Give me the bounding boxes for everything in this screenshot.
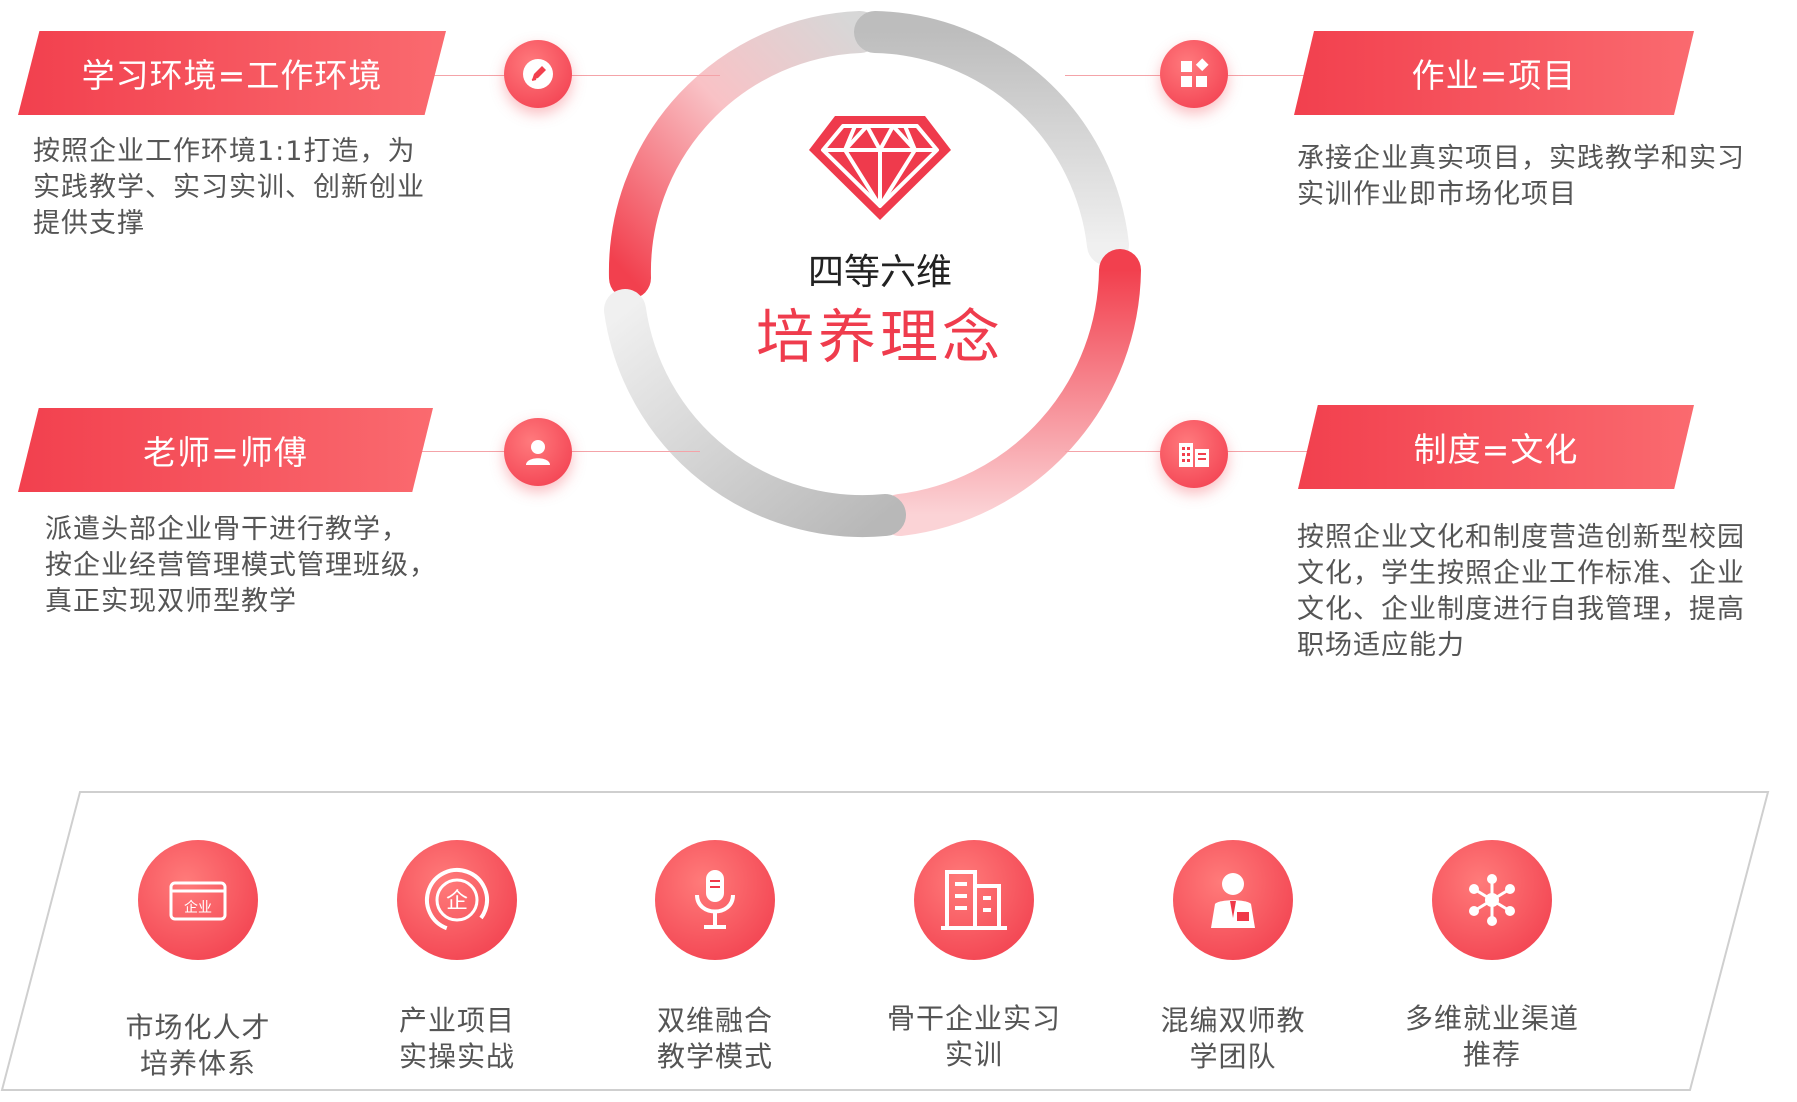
pen-icon [523, 59, 553, 89]
building-icon [1179, 443, 1209, 467]
feature-label-talent: 市场化人才 培养体系 [125, 1011, 271, 1080]
svg-text:企: 企 [446, 889, 468, 914]
diamond-icon [809, 116, 951, 220]
svg-text:企业: 企业 [184, 899, 212, 916]
feature-circle-project: 企 [397, 840, 517, 960]
ring-arc-gray-left [604, 289, 906, 538]
pillar-node-culture [1160, 420, 1228, 488]
pillar-node-homework [1160, 40, 1228, 108]
ring-arc-red-left [608, 11, 881, 299]
pillar-banner-learning: 学习环境=工作环境 [18, 31, 446, 115]
grid-icon [1181, 58, 1209, 87]
enterprise-seal-icon: 企 [425, 868, 489, 932]
teacher-icon [1211, 873, 1255, 928]
center-subtitle: 四等六维 [807, 252, 952, 293]
feature-circle-teaching [655, 840, 775, 960]
feature-label-employment: 多维就业渠道 推荐 [1404, 1002, 1579, 1071]
pillar-node-teacher [504, 418, 572, 486]
feature-circle-internship [914, 840, 1034, 960]
pillar-desc-culture: 按照企业文化和制度营造创新型校园 文化，学生按照企业工作标准、企业 文化、企业制… [1297, 522, 1745, 661]
ring-arc-gray-right [854, 11, 1129, 266]
feature-circle-employment [1432, 840, 1552, 960]
feature-label-team: 混编双师教 学团队 [1160, 1004, 1306, 1073]
network-icon [1469, 874, 1515, 926]
center-title: 培养理念 [755, 303, 1004, 371]
pillar-desc-homework: 承接企业真实项目，实践教学和实习 实训作业即市场化项目 [1297, 143, 1745, 210]
feature-label-internship: 骨干企业实习 实训 [886, 1002, 1061, 1071]
pillar-node-learning [504, 40, 572, 108]
pillar-banner-culture: 制度=文化 [1298, 405, 1694, 489]
connector-line [430, 75, 720, 76]
feature-circle-team [1173, 840, 1293, 960]
feature-label-project: 产业项目 实操实战 [398, 1004, 515, 1073]
pillar-banner-teacher: 老师=师傅 [18, 408, 433, 492]
user-icon [526, 440, 550, 465]
feature-circle-talent: 企业 [138, 840, 258, 960]
microphone-icon [695, 870, 735, 929]
office-building-icon [941, 870, 1007, 930]
pillar-desc-teacher: 派遣头部企业骨干进行教学， 按企业经营管理模式管理班级， 真正实现双师型教学 [45, 514, 437, 617]
feature-label-teaching: 双维融合 教学模式 [656, 1004, 773, 1073]
enterprise-card-icon: 企业 [169, 881, 227, 921]
pillar-banner-homework: 作业=项目 [1294, 31, 1694, 115]
center-ring [604, 11, 1141, 538]
ring-arc-red-right [879, 249, 1141, 536]
pillar-desc-learning: 按照企业工作环境1:1打造，为 实践教学、实习实训、创新创业 提供支撑 [33, 136, 425, 239]
